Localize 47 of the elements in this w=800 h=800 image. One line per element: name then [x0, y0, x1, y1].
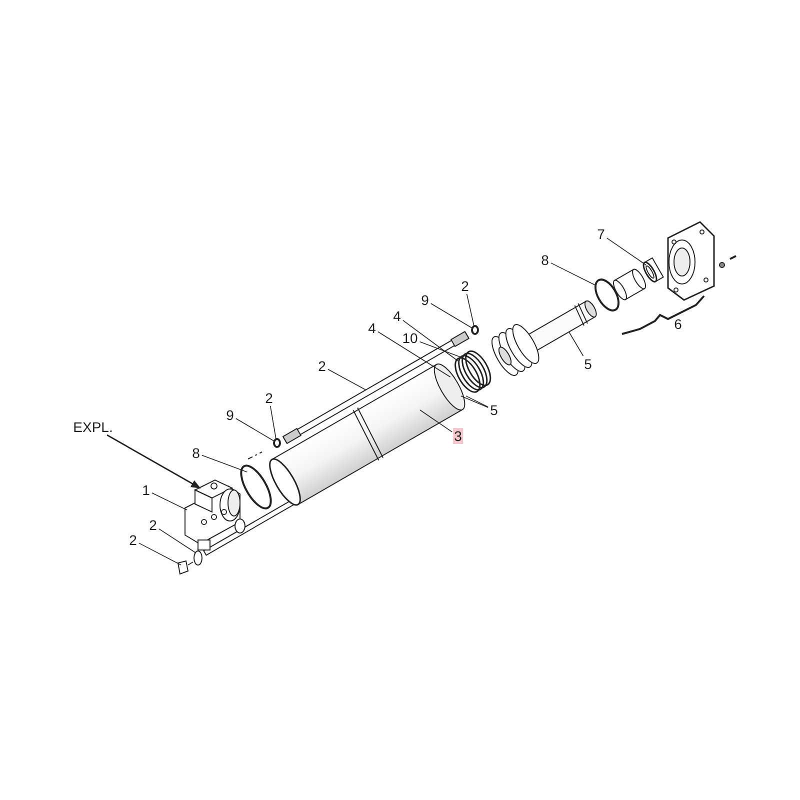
leader-line	[138, 542, 182, 566]
leader-line	[460, 396, 488, 408]
leader-line	[152, 492, 188, 510]
callout-number: 8	[191, 445, 201, 461]
o-ring	[240, 464, 272, 510]
seal-ring	[642, 257, 664, 282]
leader-line	[328, 368, 366, 390]
piston-rod-drawing	[492, 300, 597, 376]
callout-number: 6	[674, 316, 682, 332]
callout-number: 4	[392, 308, 402, 324]
leader-line	[606, 238, 646, 266]
callout-number: 7	[596, 226, 606, 242]
callout-number: 5	[583, 356, 593, 372]
leader-line	[270, 406, 276, 440]
spring-drawing	[454, 350, 492, 393]
callout-number: 2	[317, 358, 327, 374]
leader-line	[466, 396, 488, 408]
callout-number: 2	[148, 517, 158, 533]
leader-line	[430, 303, 472, 328]
bolt-drawing	[177, 560, 194, 575]
leader-line	[158, 528, 196, 554]
leader-line	[202, 454, 248, 472]
callout-number: 2	[128, 532, 138, 548]
callout-number: 9	[225, 407, 235, 423]
callout-number: EXPL.	[72, 419, 114, 435]
leader-line	[106, 434, 201, 489]
callout-number: 1	[141, 482, 151, 498]
o-ring	[471, 325, 479, 335]
callout-number: 2	[460, 278, 470, 294]
leader-line	[466, 294, 474, 326]
leader-line	[550, 262, 596, 286]
callout-number: 8	[540, 252, 550, 268]
callout-number: 3	[453, 428, 463, 444]
leader-line	[378, 331, 451, 378]
callout-number: 10	[401, 330, 419, 346]
callout-number: 4	[367, 320, 377, 336]
leader-line	[236, 418, 274, 442]
leader-line	[419, 341, 464, 358]
callout-number: 5	[489, 402, 499, 418]
cylinder-head-drawing	[184, 479, 246, 550]
callout-number: 9	[420, 292, 430, 308]
callout-number: 2	[264, 390, 274, 406]
o-ring	[594, 278, 620, 312]
leader-line	[568, 332, 584, 356]
leader-line	[402, 320, 458, 362]
washer	[194, 550, 202, 566]
leader-line	[420, 410, 452, 432]
